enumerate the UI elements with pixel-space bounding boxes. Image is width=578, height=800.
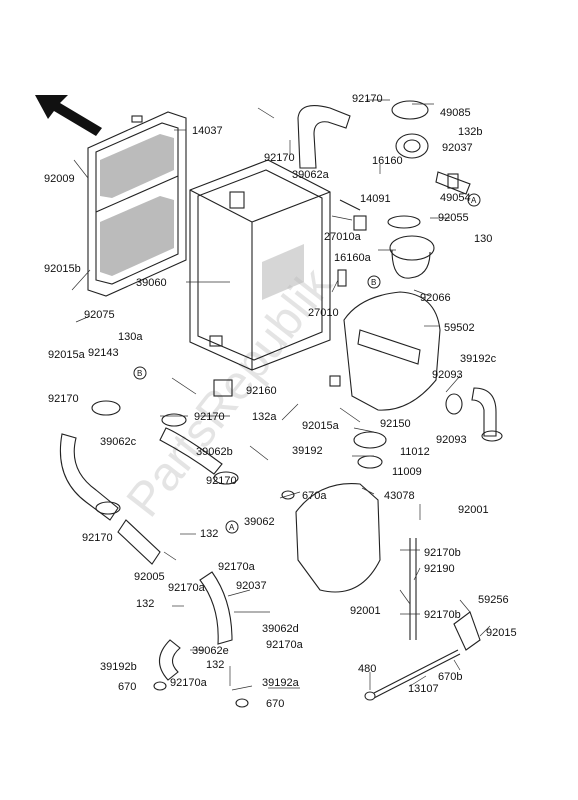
radiator-screen: [87, 111, 187, 297]
part-label: 670: [118, 681, 136, 693]
part-label: 92170: [206, 475, 237, 487]
part-label: 132: [206, 659, 224, 671]
part-label: 39062b: [196, 446, 233, 458]
part-label: 92170a: [170, 677, 208, 689]
part-label: 13107: [408, 683, 439, 695]
part-label: 59256: [478, 594, 509, 606]
fan-shroud: [329, 291, 441, 411]
part-label: 16160: [372, 155, 403, 167]
callout-a-bottom: A: [225, 520, 239, 534]
part-label: 132: [200, 528, 218, 540]
part-label: 39192c: [460, 353, 497, 365]
part-label: 92150: [380, 418, 411, 430]
part-label: 39192b: [100, 661, 137, 673]
part-label: 670b: [438, 671, 462, 683]
part-label: 92170a: [218, 561, 256, 573]
part-label: 670a: [302, 490, 327, 502]
part-label: 130a: [118, 331, 143, 343]
part-label: 92015: [486, 627, 517, 639]
part-label: 39062: [244, 516, 275, 528]
part-label: 92005: [134, 571, 165, 583]
part-label: 49085: [440, 107, 471, 119]
front-direction-arrow-icon: [35, 95, 102, 136]
part-label: 14091: [360, 193, 391, 205]
part-label: 92170b: [424, 547, 461, 559]
part-label: 39192a: [262, 677, 300, 689]
part-label: 92009: [44, 173, 75, 185]
thermostat-assembly: [297, 100, 471, 287]
part-label: 132b: [458, 126, 482, 138]
part-label: 92170: [48, 393, 79, 405]
part-label: 92001: [458, 504, 489, 516]
part-label: 92075: [84, 309, 115, 321]
part-label: 39060: [136, 277, 167, 289]
svg-text:A: A: [229, 523, 235, 532]
svg-text:B: B: [137, 369, 142, 378]
svg-text:B: B: [371, 278, 376, 287]
part-label: 92143: [88, 347, 119, 359]
part-label: 11009: [392, 466, 422, 478]
part-labels: 92170 49085 14037 132b 92037 92170 16160…: [44, 93, 517, 710]
o-ring-670-bottom: [235, 698, 249, 708]
part-label: 27010a: [324, 231, 362, 243]
part-label: 92015a: [48, 349, 86, 361]
part-label: 132a: [252, 411, 277, 423]
part-label: 27010: [308, 307, 339, 319]
part-label: 92170a: [266, 639, 304, 651]
part-label: 39192: [292, 445, 323, 457]
part-label: 92093: [432, 369, 463, 381]
part-label: 92190: [424, 563, 455, 575]
part-label: 92055: [438, 212, 469, 224]
callout-a-top: A: [467, 193, 481, 207]
part-label: 92170: [82, 532, 113, 544]
callout-b-left: B: [133, 366, 147, 380]
part-label: 43078: [384, 490, 415, 502]
part-label: 92170: [264, 152, 295, 164]
leader-lines: [71, 99, 491, 691]
part-label: 92066: [420, 292, 451, 304]
part-label: 480: [358, 663, 376, 675]
part-label: 92170a: [168, 582, 206, 594]
part-label: 39062e: [192, 645, 229, 657]
o-ring-670-left: [153, 681, 167, 691]
part-label: 16160a: [334, 252, 372, 264]
part-label: 132: [136, 598, 154, 610]
part-label: 39062d: [262, 623, 299, 635]
part-label: 92015b: [44, 263, 81, 275]
part-label: 92093: [436, 434, 467, 446]
o-ring-670a: [281, 490, 295, 500]
part-label: 92015a: [302, 420, 340, 432]
part-label: 92170b: [424, 609, 461, 621]
part-label: 92170: [352, 93, 383, 105]
svg-text:A: A: [471, 196, 477, 205]
water-pump: [295, 387, 503, 701]
part-label: 11012: [400, 446, 430, 458]
part-label: 92037: [236, 580, 267, 592]
part-label: 92001: [350, 605, 381, 617]
part-label: 92170: [194, 411, 225, 423]
part-label: 49054: [440, 192, 471, 204]
part-label: 92160: [246, 385, 277, 397]
radiator: [189, 159, 331, 371]
lower-hoses: [59, 379, 239, 681]
part-label: 130: [474, 233, 492, 245]
part-label: 92037: [442, 142, 473, 154]
part-label: 59502: [444, 322, 475, 334]
part-label: 39062a: [292, 169, 330, 181]
part-label: 14037: [192, 125, 223, 137]
callout-b-top: B: [367, 275, 381, 289]
part-label: 670: [266, 698, 284, 710]
part-label: 39062c: [100, 436, 137, 448]
